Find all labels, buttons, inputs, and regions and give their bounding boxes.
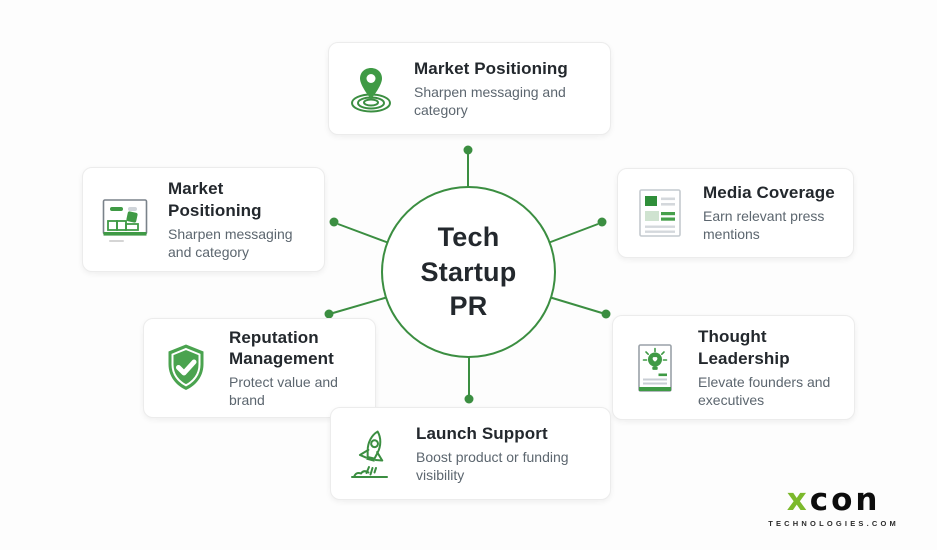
card-subtitle: Boost product or funding visibility — [416, 448, 569, 483]
card-subtitle: Sharpen messaging and category — [414, 83, 566, 118]
card-reputation-management: Reputation Management Protect value and … — [143, 318, 376, 418]
whiteboard-chart-icon — [97, 192, 153, 248]
card-title: Reputation Management — [229, 327, 334, 369]
xcon-logo: xcon TECHNOLOGIES.COM — [768, 485, 899, 529]
card-title: Market Positioning — [414, 58, 568, 78]
center-hub-title: Tech Startup PR — [420, 222, 517, 322]
xcon-tagline: TECHNOLOGIES.COM — [768, 519, 899, 528]
card-thought-leadership: Thought Leadership Elevate founders and … — [612, 315, 855, 420]
card-market-positioning-left: Market Positioning Sharpen messaging and… — [82, 167, 325, 272]
xcon-wordmark-x: x — [786, 482, 810, 518]
xcon-wordmark-rest: con — [809, 482, 881, 518]
document-lightbulb-icon — [627, 340, 683, 396]
rocket-icon — [345, 426, 401, 482]
xcon-wordmark: xcon — [768, 485, 899, 516]
card-subtitle: Sharpen messaging and category — [168, 225, 293, 260]
card-subtitle: Elevate founders and executives — [698, 373, 831, 408]
card-title: Media Coverage — [703, 183, 835, 203]
newspaper-icon — [632, 185, 688, 241]
card-launch-support: Launch Support Boost product or funding … — [330, 407, 611, 500]
card-subtitle: Earn relevant press mentions — [703, 208, 825, 243]
location-pin-ripples-icon — [343, 61, 399, 117]
card-subtitle: Protect value and brand — [229, 374, 338, 409]
card-market-positioning-top: Market Positioning Sharpen messaging and… — [328, 42, 611, 135]
shield-check-icon — [158, 340, 214, 396]
card-title: Thought Leadership — [698, 327, 790, 368]
card-media-coverage: Media Coverage Earn relevant press menti… — [617, 168, 854, 258]
card-title: Launch Support — [416, 423, 548, 443]
center-hub-circle: Tech Startup PR — [381, 186, 556, 358]
card-title: Market Positioning — [168, 179, 262, 220]
